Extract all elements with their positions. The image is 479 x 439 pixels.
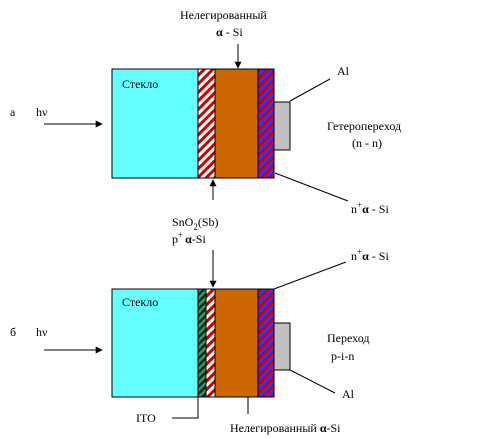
top-n-plus-leader (274, 172, 349, 202)
top-glass-layer (111, 68, 199, 179)
bottom-junction-title: Переход (327, 331, 369, 345)
top-al-label: Al (337, 64, 350, 78)
top-al-contact (273, 101, 291, 151)
sno2-sub: 2 (193, 222, 198, 232)
bottom-n-plus-sup: + (357, 247, 362, 257)
bottom-junction-type: p-i-n (331, 349, 354, 363)
top-undoped-material: α - Si (216, 25, 243, 39)
sno2-label: SnO2(Sb) (172, 215, 219, 232)
p-plus-p: p (172, 232, 178, 246)
p-plus-sup: + (178, 230, 183, 240)
bottom-ito-layer (197, 288, 207, 398)
bottom-al-leader (289, 369, 336, 394)
bottom-undoped-si: -Si (327, 421, 342, 435)
top-n-plus-label: n+α - Si (351, 200, 389, 216)
bottom-n-plus-label: n+α - Si (351, 247, 389, 263)
sno2-rest: (Sb) (198, 215, 219, 229)
bottom-p-layer (205, 288, 216, 398)
ito-label: ITO (136, 411, 156, 425)
bottom-undoped-label: Нелегированный α-Si (230, 421, 341, 435)
ito-leader (172, 397, 199, 419)
bottom-glass-label: Стекло (122, 295, 158, 309)
top-n-plus-n: n (351, 202, 357, 216)
p-plus-alpha: α (185, 232, 192, 246)
top-undoped-layer (214, 68, 259, 179)
top-n-plus-alpha: α (362, 202, 369, 216)
top-junction-type: (n - n) (352, 136, 382, 150)
top-light-label: hν (36, 105, 48, 119)
bottom-n-plus-leader (273, 261, 347, 290)
p-plus-si: -Si (192, 232, 207, 246)
bottom-light-label: hν (36, 325, 48, 339)
p-plus-label: p+α-Si (172, 230, 206, 246)
bottom-undoped-text: Нелегированный (230, 421, 320, 435)
top-glass-label: Стекло (122, 77, 158, 91)
top-n-plus-sup: + (357, 200, 362, 210)
bottom-marker: б (10, 325, 16, 339)
top-junction-title: Гетеропереход (327, 119, 401, 133)
sno2-base: SnO (172, 215, 194, 229)
bottom-n-plus-layer (257, 288, 275, 398)
bottom-n-plus-si: - Si (369, 249, 390, 263)
bottom-undoped-alpha: α (320, 421, 327, 435)
top-n-plus-si: - Si (369, 202, 390, 216)
top-undoped-label: Нелегированный (180, 8, 267, 22)
top-n-plus-layer (257, 68, 275, 179)
bottom-cell (111, 288, 291, 398)
top-undoped-alpha: α (216, 25, 223, 39)
bottom-n-plus-alpha: α (362, 249, 369, 263)
bottom-undoped-layer (214, 288, 259, 398)
top-cell (111, 68, 291, 179)
top-p-layer (197, 68, 216, 179)
bottom-al-contact (273, 322, 291, 371)
top-al-leader (289, 78, 331, 102)
bottom-al-label: Al (342, 387, 355, 401)
bottom-glass-layer (111, 288, 199, 398)
top-undoped-si: - Si (223, 25, 244, 39)
top-marker: а (10, 105, 16, 119)
bottom-n-plus-n: n (351, 249, 357, 263)
